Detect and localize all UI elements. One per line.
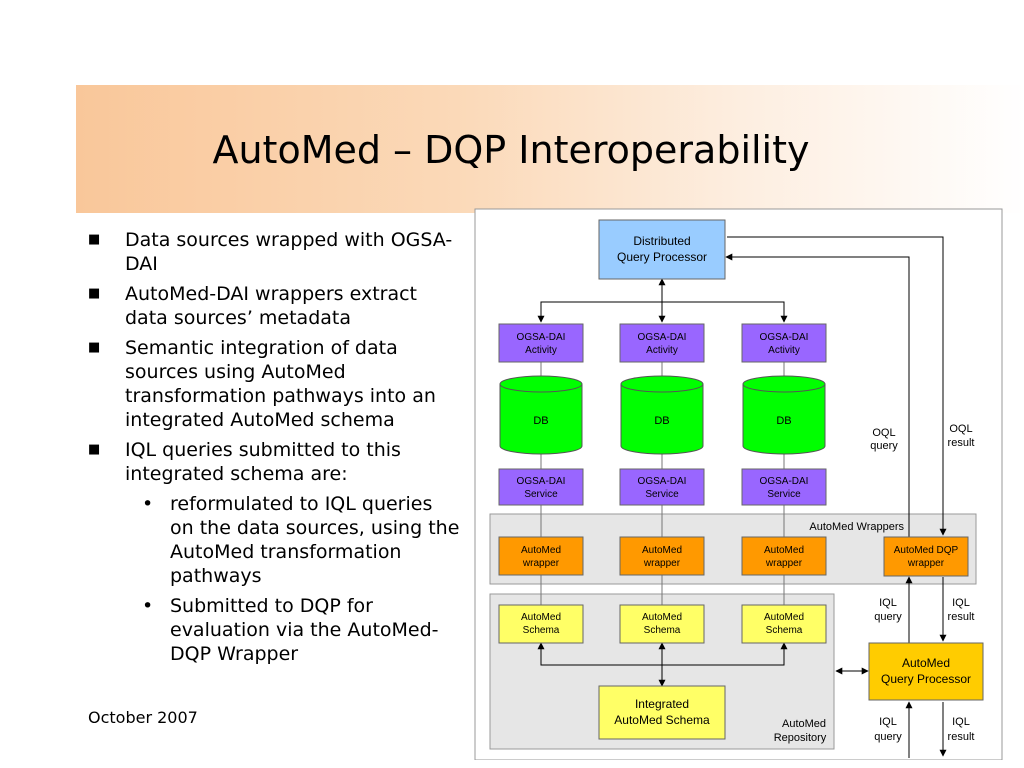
- architecture-diagram: AutoMed Wrappers AutoMed Repository: [474, 208, 1003, 760]
- oql-result-label: OQL: [949, 423, 972, 435]
- bullet-text: IQL queries submitted to this integrated…: [125, 439, 401, 485]
- service-label: Service: [645, 489, 679, 500]
- iql-result-label: IQL: [952, 597, 970, 609]
- automed-wrapper: AutoMed wrapper: [498, 536, 584, 576]
- schema-label: AutoMed: [521, 612, 561, 623]
- service-label: Service: [767, 489, 801, 500]
- square-bullet-icon: ■: [88, 442, 101, 457]
- ogsa-dai-service: OGSA-DAI Service: [619, 468, 705, 506]
- oql-query-label: query: [870, 440, 898, 452]
- dqp-label: Distributed: [633, 234, 690, 248]
- sub-bullet-item: • reformulated to IQL queries on the data…: [88, 492, 460, 588]
- automed-wrapper: AutoMed wrapper: [741, 536, 827, 576]
- iql-result-label: IQL: [952, 716, 970, 728]
- wrapper-label: wrapper: [643, 558, 681, 569]
- bullet-list: ■ Data sources wrapped with OGSA-DAI ■ Aut…: [88, 228, 460, 672]
- wrapper-label: wrapper: [522, 558, 560, 569]
- connectors: [537, 236, 947, 758]
- dqp-label: Query Processor: [617, 250, 707, 264]
- activity-label: OGSA-DAI: [760, 332, 809, 343]
- ogsa-dai-activity: OGSA-DAI Activity: [619, 323, 705, 363]
- sub-bullet-text: reformulated to IQL queries on the data …: [170, 493, 460, 587]
- wrapper-label: wrapper: [765, 558, 803, 569]
- wrappers-group-label: AutoMed Wrappers: [809, 521, 904, 533]
- distributed-query-processor: [598, 219, 726, 280]
- iql-result-label: result: [948, 611, 975, 623]
- wrapper-label: AutoMed: [521, 545, 561, 556]
- service-label: OGSA-DAI: [760, 476, 809, 487]
- service-label: OGSA-DAI: [638, 476, 687, 487]
- bullet-item: ■ Semantic integration of data sources us…: [88, 336, 460, 432]
- schema-label: Schema: [766, 625, 803, 636]
- title-band: [76, 85, 1024, 213]
- automed-wrapper: AutoMed wrapper: [619, 536, 705, 576]
- sub-bullet-text: Submitted to DQP for evaluation via the …: [170, 595, 439, 665]
- bullet-item: ■ AutoMed-DAI wrappers extract data sourc…: [88, 282, 460, 330]
- bullet-text: AutoMed-DAI wrappers extract data source…: [125, 283, 418, 329]
- iql-query-label: IQL: [879, 597, 897, 609]
- integrated-automed-schema: Integrated AutoMed Schema: [598, 685, 726, 740]
- ogsa-dai-service: OGSA-DAI Service: [498, 468, 584, 506]
- automed-query-processor: AutoMed Query Processor: [868, 642, 984, 701]
- repository-label: Repository: [774, 732, 827, 744]
- dqp-wrapper-label: wrapper: [907, 558, 945, 569]
- automed-schema: AutoMed Schema: [619, 604, 705, 644]
- ogsa-dai-service: OGSA-DAI Service: [741, 468, 827, 506]
- footer-date: October 2007: [88, 708, 198, 727]
- slide-title: AutoMed – DQP Interoperability: [212, 128, 810, 172]
- db-label: DB: [776, 415, 791, 427]
- db-label: DB: [654, 415, 669, 427]
- automed-schema: AutoMed Schema: [498, 604, 584, 644]
- schema-label: AutoMed: [642, 612, 682, 623]
- database-cylinder: DB: [620, 375, 704, 455]
- automed-schema: AutoMed Schema: [741, 604, 827, 644]
- round-bullet-icon: •: [142, 595, 154, 617]
- wrapper-label: AutoMed: [642, 545, 682, 556]
- ogsa-dai-activity: OGSA-DAI Activity: [741, 323, 827, 363]
- activity-label: OGSA-DAI: [517, 332, 566, 343]
- bullet-text: Data sources wrapped with OGSA-DAI: [125, 229, 453, 275]
- wrapper-label: AutoMed: [764, 545, 804, 556]
- round-bullet-icon: •: [142, 493, 154, 515]
- bullet-item: ■ Data sources wrapped with OGSA-DAI: [88, 228, 460, 276]
- iql-query-label: query: [874, 731, 902, 743]
- database-cylinder: DB: [742, 375, 826, 455]
- iql-query-label: IQL: [879, 716, 897, 728]
- activity-label: Activity: [525, 345, 557, 356]
- activity-label: OGSA-DAI: [638, 332, 687, 343]
- iql-result-label: result: [948, 731, 975, 743]
- db-label: DB: [533, 415, 548, 427]
- schema-label: AutoMed: [764, 612, 804, 623]
- qp-label: Query Processor: [881, 672, 971, 686]
- sub-bullet-item: • Submitted to DQP for evaluation via the…: [88, 594, 460, 666]
- square-bullet-icon: ■: [88, 232, 101, 247]
- integrated-label: AutoMed Schema: [614, 713, 710, 727]
- service-label: Service: [524, 489, 558, 500]
- automed-dqp-wrapper: AutoMed DQP wrapper: [883, 536, 969, 577]
- oql-result-label: result: [948, 437, 975, 449]
- integrated-label: Integrated: [635, 697, 689, 711]
- activity-label: Activity: [768, 345, 800, 356]
- schema-label: Schema: [523, 625, 560, 636]
- repository-label: AutoMed: [782, 718, 826, 730]
- bullet-text: Semantic integration of data sources usi…: [125, 337, 436, 431]
- activity-label: Activity: [646, 345, 678, 356]
- ogsa-dai-activity: OGSA-DAI Activity: [498, 323, 584, 363]
- bullet-item: ■ IQL queries submitted to this integrate…: [88, 438, 460, 486]
- oql-query-label: OQL: [872, 427, 895, 439]
- dqp-wrapper-label: AutoMed DQP: [894, 545, 959, 556]
- database-cylinder: DB: [499, 375, 583, 455]
- schema-label: Schema: [644, 625, 681, 636]
- square-bullet-icon: ■: [88, 286, 101, 301]
- iql-query-label: query: [874, 611, 902, 623]
- square-bullet-icon: ■: [88, 340, 101, 355]
- qp-label: AutoMed: [902, 656, 950, 670]
- service-label: OGSA-DAI: [517, 476, 566, 487]
